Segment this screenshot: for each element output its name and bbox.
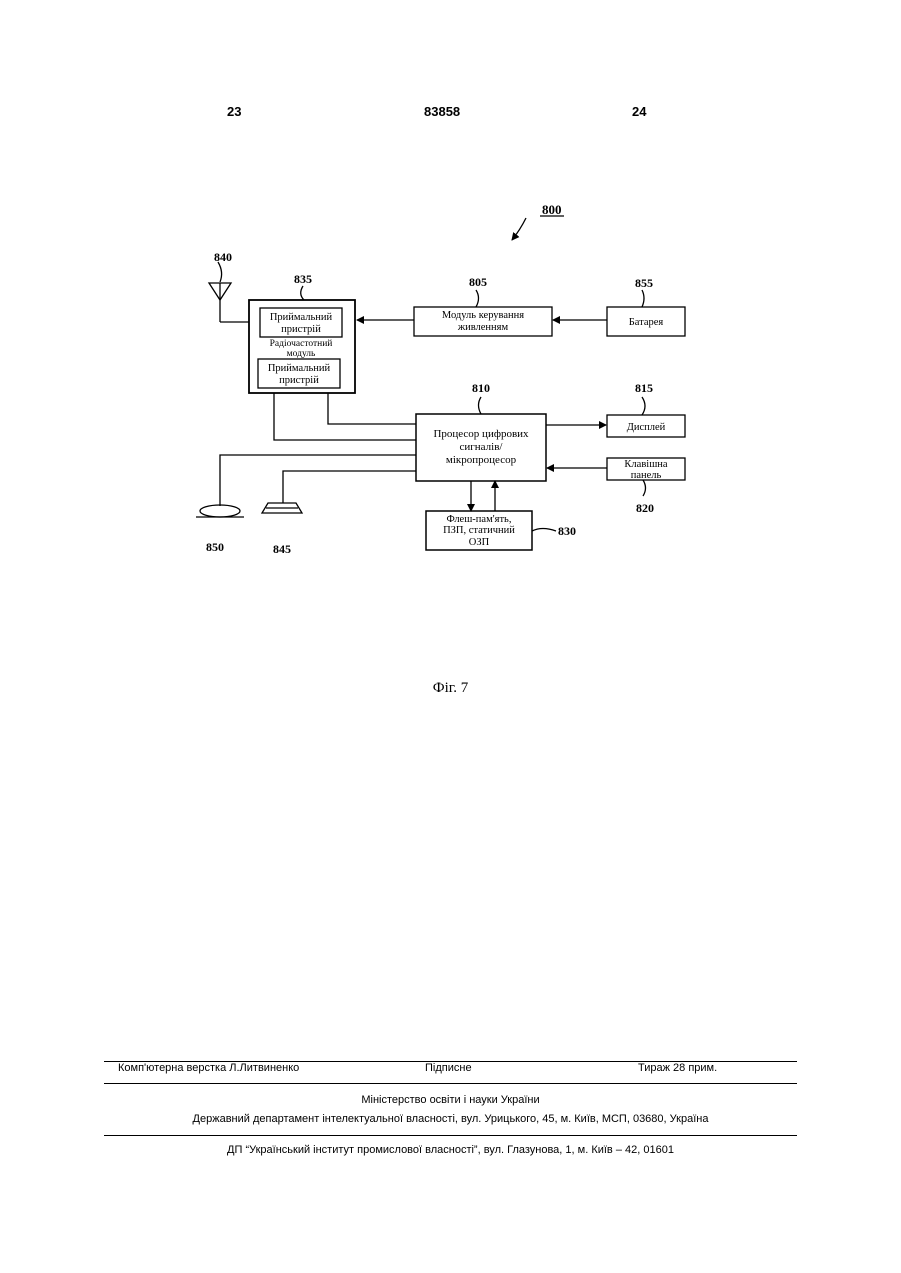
rf-module-label-2: модуль <box>287 349 316 359</box>
keypad-label-2: панель <box>631 470 662 481</box>
receiver-top-label-1: Приймальний <box>270 312 333 323</box>
ref-850: 850 <box>206 540 224 554</box>
ref-835: 835 <box>294 272 312 286</box>
figure-caption: Фіг. 7 <box>0 680 901 697</box>
ministry-line: Міністерство освіти і науки України <box>0 1094 901 1106</box>
signed-label: Підписне <box>425 1062 472 1074</box>
receiver-bottom-label-2: пристрій <box>279 375 319 386</box>
display-label: Дисплей <box>627 422 666 433</box>
memory-label-1: Флеш-пам'ять, <box>447 514 512 525</box>
ref-800-arrow <box>512 218 526 240</box>
footer-rule-middle <box>104 1083 797 1084</box>
battery-label: Батарея <box>629 317 664 328</box>
dsp-label-2: сигналів/ <box>460 441 504 453</box>
ref-800: 800 <box>542 202 562 217</box>
power-module-label-2: живленням <box>457 322 509 333</box>
block-diagram: 800 840 835 805 855 810 815 820 830 850 … <box>0 0 901 700</box>
memory-label-3: ОЗП <box>469 537 490 548</box>
department-line: Державний департамент інтелектуальної вл… <box>0 1113 901 1125</box>
ref-810: 810 <box>472 381 490 395</box>
footer-imprint-row: Комп'ютерна верстка Л.Литвиненко Підписн… <box>104 1062 797 1078</box>
rf-module-label-1: Радіочастотний <box>270 338 333 349</box>
dsp-label-3: мікропроцесор <box>446 454 517 466</box>
layout-credit: Комп'ютерна верстка Л.Литвиненко <box>118 1062 299 1074</box>
receiver-top-label-2: пристрій <box>281 324 321 335</box>
ref-830: 830 <box>558 524 576 538</box>
ref-845: 845 <box>273 542 291 556</box>
keypad-label-1: Клавішна <box>624 459 667 470</box>
ref-840: 840 <box>214 250 232 264</box>
memory-label-2: ПЗП, статичний <box>443 525 515 536</box>
ref-855: 855 <box>635 276 653 290</box>
ref-815: 815 <box>635 381 653 395</box>
footer-rule-bottom <box>104 1135 797 1136</box>
circulation-label: Тираж 28 прим. <box>638 1062 717 1074</box>
dsp-label-1: Процесор цифрових <box>433 428 529 440</box>
receiver-bottom-label-1: Приймальний <box>268 363 331 374</box>
power-module-label-1: Модуль керування <box>442 310 524 321</box>
microphone-icon <box>200 505 240 517</box>
institute-line: ДП “Український інститут промислової вла… <box>0 1144 901 1156</box>
ref-820: 820 <box>636 501 654 515</box>
ref-805: 805 <box>469 275 487 289</box>
